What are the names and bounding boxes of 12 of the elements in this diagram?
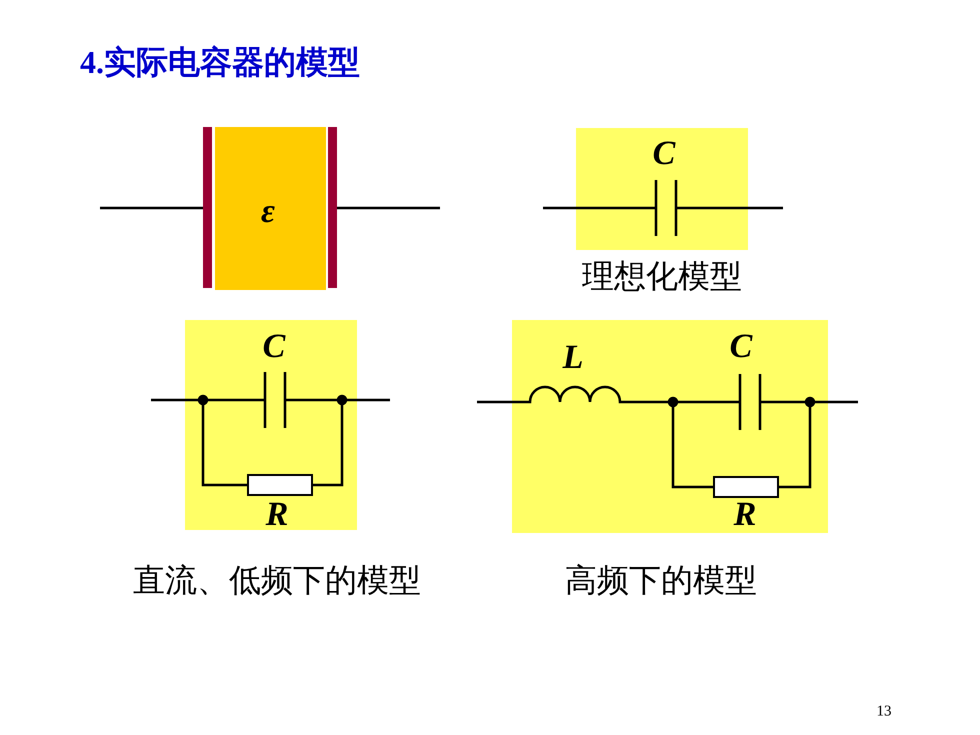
symbol-label: R xyxy=(266,498,288,532)
slide-title: 4.实际电容器的模型 xyxy=(80,46,360,78)
page-number: 13 xyxy=(876,704,892,720)
symbol-label: R xyxy=(734,498,756,532)
symbol-label: ε xyxy=(261,195,275,229)
caption-text: 理想化模型 xyxy=(582,260,742,292)
symbol-label: L xyxy=(562,341,584,375)
symbol-label: C xyxy=(730,330,752,364)
symbol-label: C xyxy=(262,330,286,364)
symbol-label: C xyxy=(652,137,676,171)
caption-text: 直流、低频下的模型 xyxy=(133,564,421,596)
caption-text: 高频下的模型 xyxy=(565,564,757,596)
